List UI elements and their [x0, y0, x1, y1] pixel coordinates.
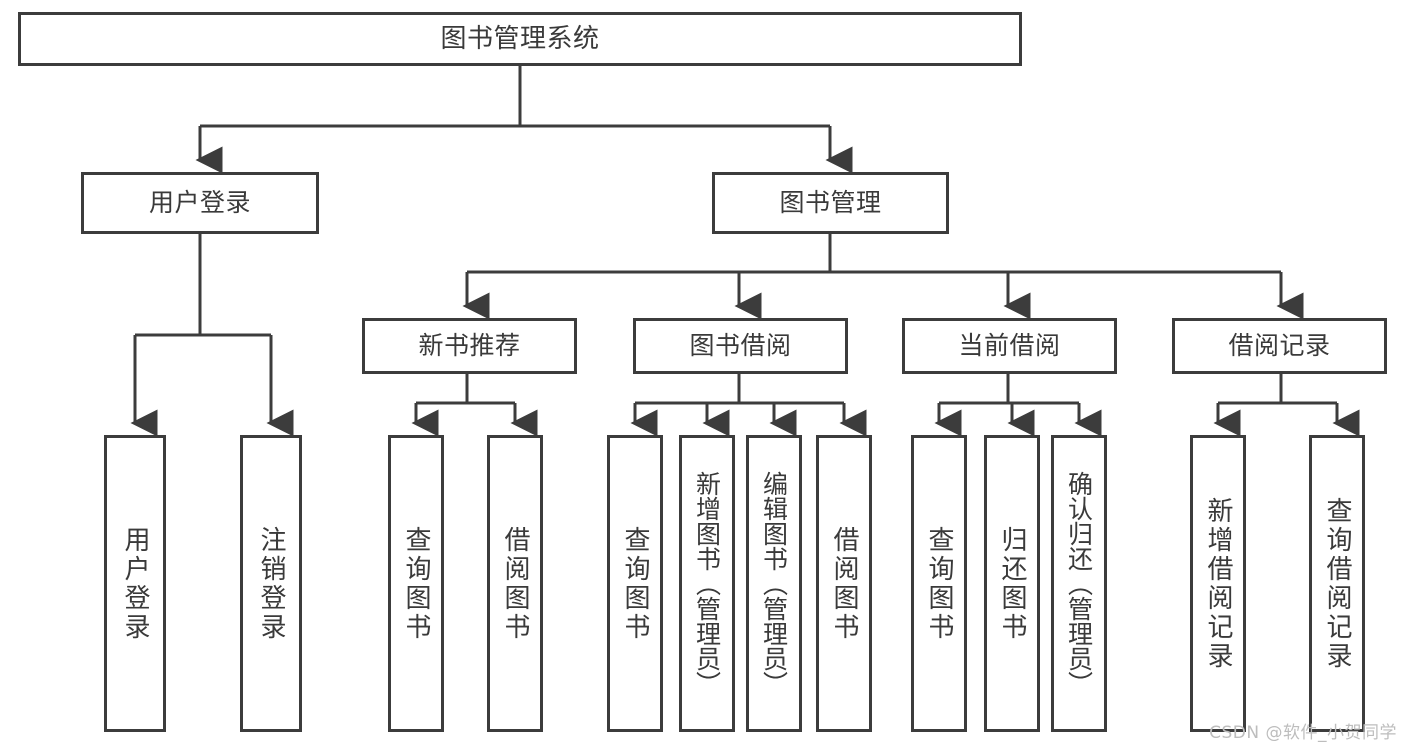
- node-leaf-query-record[interactable]: 查询借阅记录: [1309, 435, 1365, 732]
- node-leaf-user-login[interactable]: 用户登录: [104, 435, 166, 732]
- node-leaf-edit-book[interactable]: 编辑图书（管理员）: [746, 435, 802, 732]
- node-root-label: 图书管理系统: [440, 23, 600, 54]
- node-leaf-query-book-2-label: 查询图书: [620, 525, 650, 642]
- node-borrow-record-label: 借阅记录: [1228, 331, 1331, 361]
- watermark: CSDN @软件_小贺同学: [1209, 723, 1397, 743]
- node-leaf-add-record-label: 新增借阅记录: [1203, 496, 1233, 671]
- node-leaf-user-login-label: 用户登录: [120, 525, 150, 642]
- node-leaf-query-book-2[interactable]: 查询图书: [607, 435, 663, 732]
- node-leaf-query-record-label: 查询借阅记录: [1322, 496, 1352, 671]
- node-book-manage[interactable]: 图书管理: [712, 172, 949, 234]
- node-leaf-add-record[interactable]: 新增借阅记录: [1190, 435, 1246, 732]
- node-leaf-user-logout[interactable]: 注销登录: [240, 435, 302, 732]
- node-leaf-add-book[interactable]: 新增图书（管理员）: [679, 435, 735, 732]
- node-leaf-query-book-3-label: 查询图书: [924, 525, 954, 642]
- node-leaf-query-book-3[interactable]: 查询图书: [911, 435, 967, 732]
- node-leaf-user-logout-label: 注销登录: [256, 525, 286, 642]
- node-book-borrow[interactable]: 图书借阅: [633, 318, 848, 374]
- node-root[interactable]: 图书管理系统: [18, 12, 1022, 66]
- node-user-login[interactable]: 用户登录: [81, 172, 319, 234]
- node-leaf-add-book-label: 新增图书（管理员）: [692, 471, 722, 696]
- node-leaf-confirm-return-label: 确认归还（管理员）: [1064, 471, 1094, 696]
- node-leaf-confirm-return[interactable]: 确认归还（管理员）: [1051, 435, 1107, 732]
- node-user-login-label: 用户登录: [148, 188, 251, 218]
- node-leaf-borrow-book-2[interactable]: 借阅图书: [816, 435, 872, 732]
- node-leaf-edit-book-label: 编辑图书（管理员）: [759, 471, 789, 696]
- node-book-manage-label: 图书管理: [779, 188, 882, 218]
- node-borrow-record[interactable]: 借阅记录: [1172, 318, 1387, 374]
- node-leaf-borrow-book-1[interactable]: 借阅图书: [487, 435, 543, 732]
- node-new-book-recommend-label: 新书推荐: [418, 331, 521, 361]
- node-leaf-return-book-label: 归还图书: [997, 525, 1027, 642]
- node-book-borrow-label: 图书借阅: [689, 331, 792, 361]
- node-leaf-query-book-1[interactable]: 查询图书: [388, 435, 444, 732]
- node-current-borrow[interactable]: 当前借阅: [902, 318, 1117, 374]
- node-leaf-borrow-book-1-label: 借阅图书: [500, 525, 530, 642]
- node-leaf-query-book-1-label: 查询图书: [401, 525, 431, 642]
- node-new-book-recommend[interactable]: 新书推荐: [362, 318, 577, 374]
- node-current-borrow-label: 当前借阅: [958, 331, 1061, 361]
- node-leaf-return-book[interactable]: 归还图书: [984, 435, 1040, 732]
- node-leaf-borrow-book-2-label: 借阅图书: [829, 525, 859, 642]
